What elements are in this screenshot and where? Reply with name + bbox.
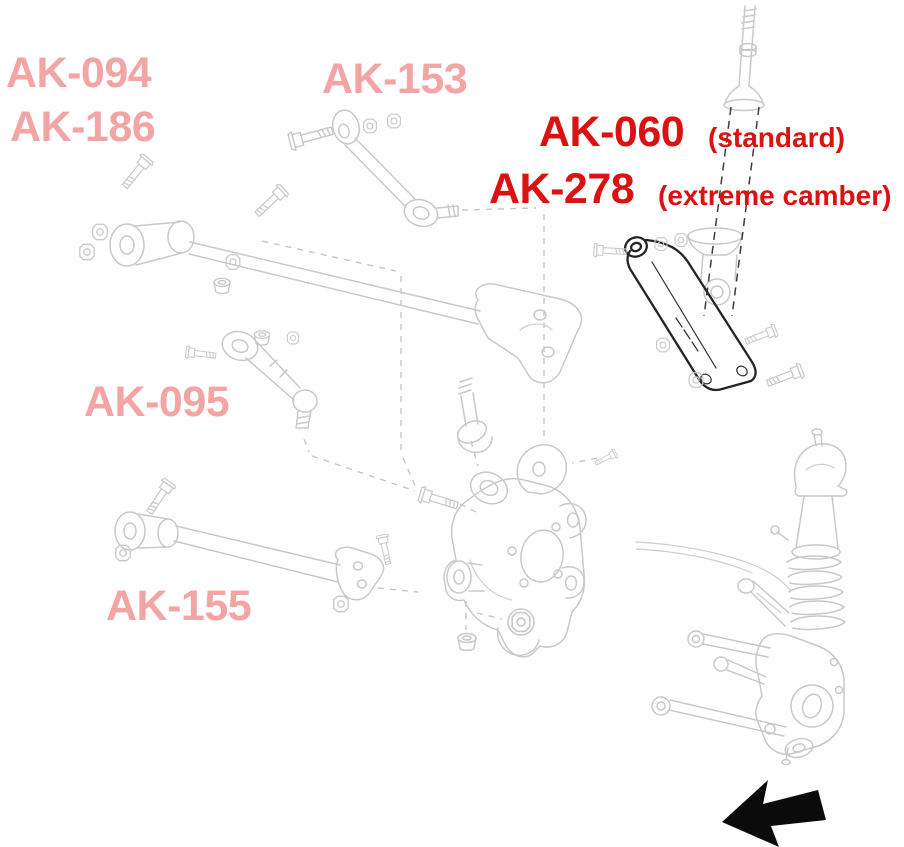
bolt-icon xyxy=(375,533,396,567)
nut-icon xyxy=(333,595,349,613)
lower-lateral-arm-drawing xyxy=(114,476,396,613)
nut-icon xyxy=(92,223,108,241)
bolt-icon xyxy=(416,485,461,515)
bolt-icon xyxy=(184,345,217,363)
label-ak155: AK-155 xyxy=(106,582,252,630)
shock-drop-dashed-lines xyxy=(703,106,760,317)
label-ak060-note: (standard) xyxy=(708,122,845,153)
label-ak278-note: (extreme camber) xyxy=(658,180,892,211)
capnut-icon xyxy=(213,277,231,295)
bolt-icon xyxy=(118,152,155,193)
nut-icon xyxy=(363,118,377,134)
label-ak095: AK-095 xyxy=(84,378,230,426)
bolt-icon xyxy=(593,242,628,260)
nut-icon xyxy=(225,254,241,270)
nut-icon xyxy=(674,233,688,247)
label-ak094: AK-094 xyxy=(6,49,152,97)
bolt-icon xyxy=(742,322,780,349)
trailing-arm-hardware xyxy=(79,152,291,295)
trailing-arm-drawing xyxy=(109,220,583,384)
nut-icon xyxy=(286,331,300,345)
capnut-icon xyxy=(253,330,271,346)
nut-icon xyxy=(79,243,95,261)
shock-absorber-drawing xyxy=(687,5,765,306)
nut-icon xyxy=(387,113,401,129)
bolt-icon xyxy=(764,361,806,392)
bolt-icon xyxy=(251,182,291,221)
bolt-icon xyxy=(286,120,336,152)
direction-arrow-left-icon xyxy=(722,780,826,847)
label-ak186: AK-186 xyxy=(10,103,156,151)
capnut-icon xyxy=(457,632,477,651)
bolt-icon xyxy=(142,476,178,518)
upper-link-drawing xyxy=(286,109,459,228)
label-ak153: AK-153 xyxy=(322,55,468,103)
hub-nut-icon xyxy=(511,611,531,633)
camber-arm-drawing xyxy=(624,236,757,392)
label-ak278: AK-278 xyxy=(489,165,635,213)
camber-arm-hardware xyxy=(593,233,806,392)
label-ak060: AK-060 xyxy=(539,108,685,156)
nut-icon xyxy=(655,337,671,353)
assembled-suspension-drawing xyxy=(635,428,848,766)
front-lateral-arm-drawing xyxy=(184,330,318,429)
knuckle-drawing xyxy=(416,377,619,658)
